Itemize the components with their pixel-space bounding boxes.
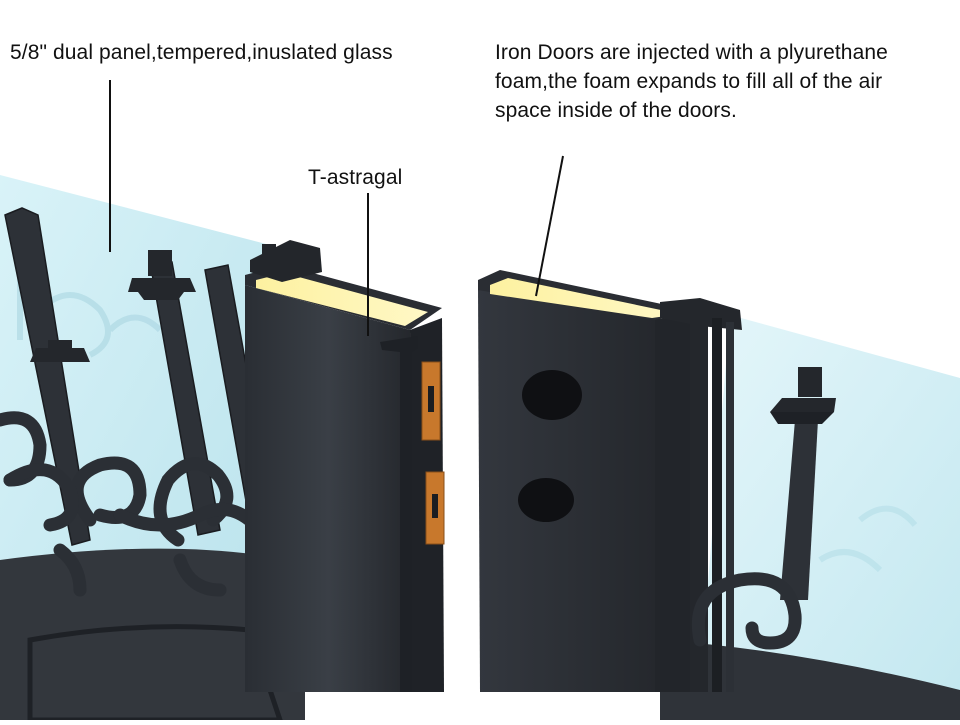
left-bar-collars: [30, 250, 196, 362]
t-astragal-label: T-astragal: [308, 166, 403, 189]
foam-leader-line: [535, 155, 564, 297]
foam-label-line: space inside of the doors.: [495, 99, 737, 122]
right-lower-panel: [660, 640, 960, 720]
right-stile-inner: [655, 318, 690, 692]
right-stile-hole-upper: [522, 370, 582, 420]
right-glass-panel: [700, 315, 960, 690]
left-door: [0, 80, 445, 723]
right-door: [478, 155, 960, 720]
t-astragal: [380, 336, 418, 692]
foam-label-line: Iron Doors are injected with a plyuretha…: [495, 41, 888, 64]
left-stile-face: [245, 285, 412, 692]
bar-1: [4, 207, 91, 546]
glass-label: 5/8" dual panel,tempered,inuslated glass: [10, 41, 393, 64]
strike-plates: [421, 361, 445, 545]
foam-label: Iron Doors are injected with a plyuretha…: [495, 38, 945, 125]
left-foam: [256, 273, 428, 326]
left-scrollwork: [0, 411, 262, 597]
left-top-profile: [250, 240, 322, 282]
right-bar: [770, 367, 836, 600]
right-glass-reflections: [818, 505, 918, 573]
right-scrollwork: [691, 572, 802, 650]
right-stile-hole-lower: [518, 478, 574, 522]
foam-label-line: foam,the foam expands to fill all of the…: [495, 70, 883, 93]
